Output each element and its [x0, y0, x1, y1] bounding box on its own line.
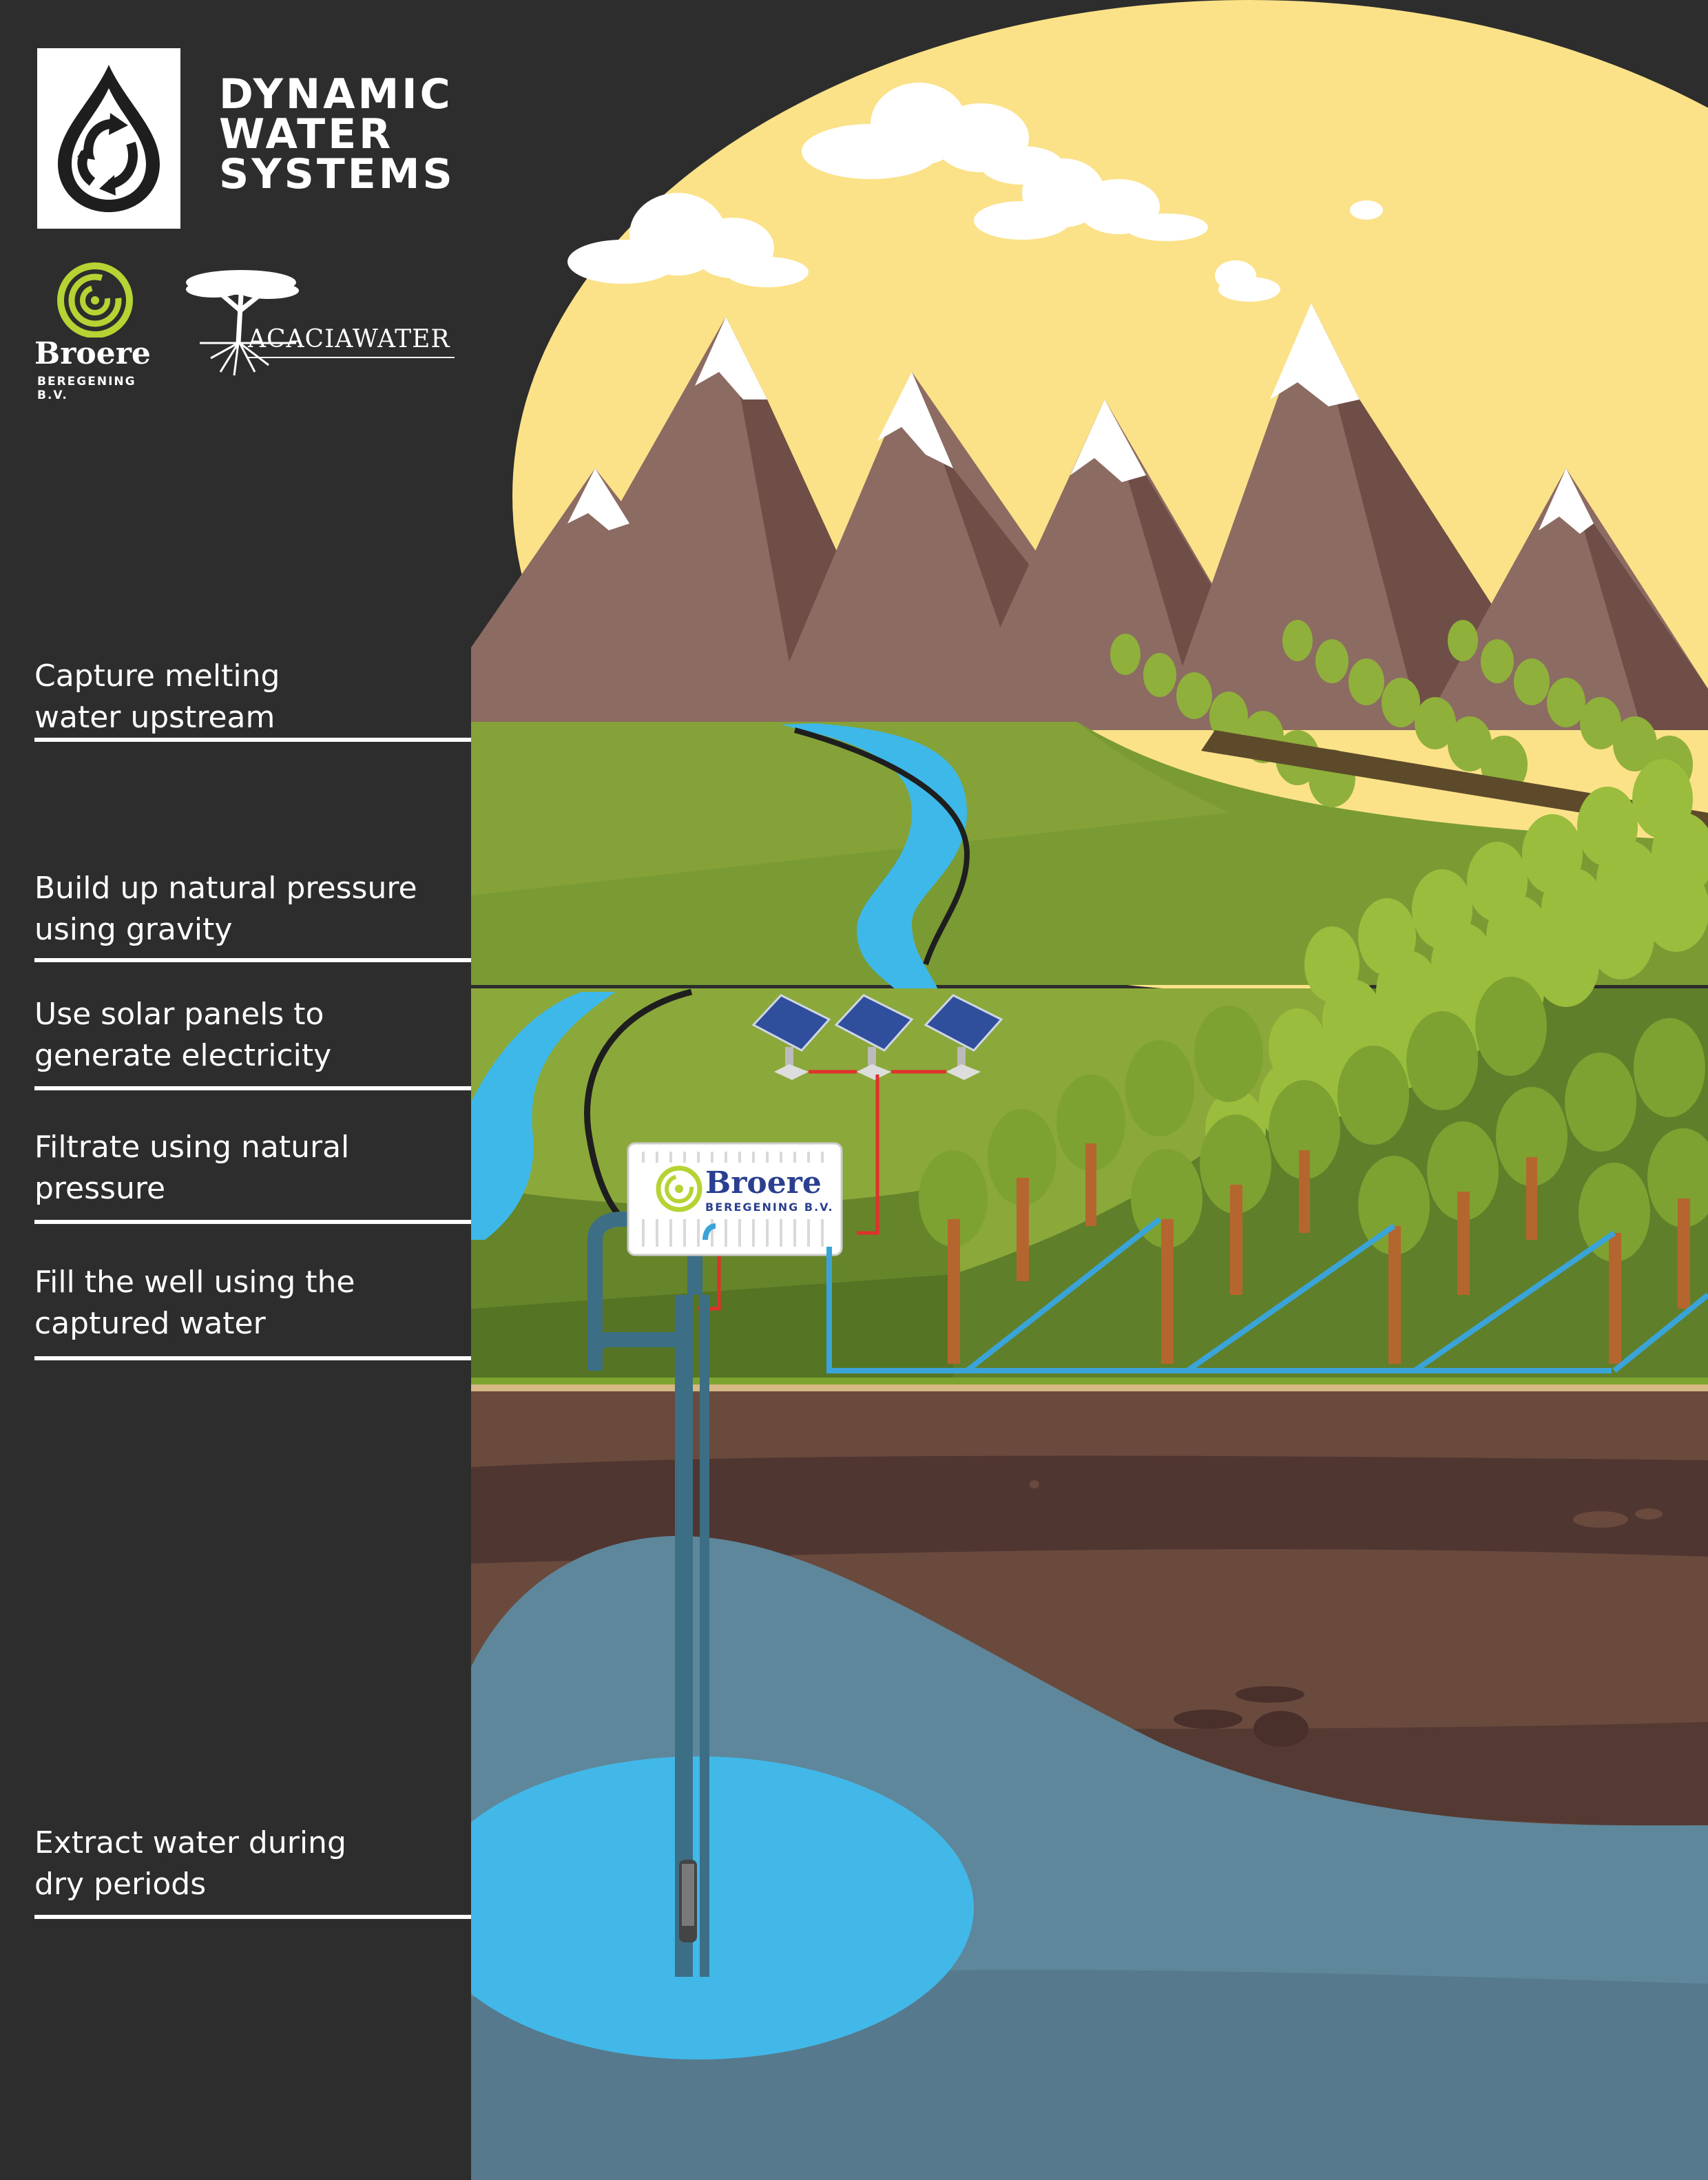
- brand-title-line-1: DYNAMIC: [219, 70, 453, 118]
- cloud-icon: [974, 158, 1208, 241]
- brand-title-line-3: SYSTEMS: [219, 150, 455, 198]
- step-extract-water: Extract water during dry periods: [34, 1823, 346, 1905]
- step-solar-panels: Use solar panels to generate electricity: [34, 994, 331, 1077]
- orchard-rows: [826, 620, 1708, 1373]
- solar-panel-icon: [834, 994, 914, 1080]
- step-5-line-1: Fill the well using the: [34, 1265, 355, 1300]
- broere-spiral-icon: [656, 1165, 702, 1212]
- broere-name: Broere: [34, 336, 151, 371]
- filter-unit-name: Broere: [705, 1165, 822, 1201]
- step-filtrate: Filtrate using natural pressure: [34, 1127, 349, 1210]
- aquifer-pool: [471, 1756, 974, 2059]
- grass-edge: [471, 1378, 1708, 1386]
- brand-title: DYNAMIC WATER SYSTEMS: [219, 70, 467, 198]
- leader-line-step-5: [34, 1356, 621, 1360]
- step-4-line-2: pressure: [34, 1171, 166, 1206]
- step-4-line-1: Filtrate using natural: [34, 1130, 350, 1165]
- step-6-line-2: dry periods: [34, 1867, 207, 1902]
- scene-illustration: Broere BEREGENING B.V.: [471, 0, 1708, 2180]
- leader-line-step-6: [34, 1915, 672, 1919]
- mountain-range: [471, 303, 1708, 730]
- hose-pipe-lower: [584, 988, 693, 1222]
- broere-subtitle: BEREGENING B.V.: [37, 375, 136, 402]
- scene-svg: Broere BEREGENING B.V.: [471, 0, 1708, 2180]
- acacia-tree-icon: [186, 270, 299, 376]
- filter-unit-subtitle: BEREGENING B.V.: [705, 1201, 834, 1214]
- hose-pipe: [793, 727, 970, 966]
- step-1-line-2: water upstream: [34, 700, 275, 735]
- acaciawater-underline: [248, 357, 455, 358]
- river-lower: [471, 992, 609, 1240]
- filter-unit: Broere BEREGENING B.V.: [627, 1142, 843, 1256]
- cloud-icon: [567, 193, 809, 287]
- river-upper: [781, 723, 967, 992]
- solar-panel-icon: [751, 994, 831, 1080]
- leader-line-step-4: [34, 1220, 621, 1224]
- cloud-icon: [802, 83, 1063, 185]
- cloud-icon: [1215, 260, 1280, 302]
- step-2-line-2: using gravity: [34, 912, 233, 947]
- broere-logo: Broere BEREGENING B.V.: [34, 262, 172, 402]
- acaciawater-name: ACACIAWATER: [248, 325, 450, 353]
- step-capture-water: Capture melting water upstream: [34, 656, 280, 738]
- step-5-line-2: captured water: [34, 1306, 266, 1341]
- acaciawater-logo: ACACIAWATER: [172, 262, 475, 393]
- broere-spiral-icon: [57, 262, 133, 338]
- step-1-line-1: Capture melting: [34, 658, 280, 694]
- step-3-line-1: Use solar panels to: [34, 997, 324, 1032]
- step-build-pressure: Build up natural pressure using gravity: [34, 868, 417, 951]
- cloud-icon: [1350, 200, 1383, 220]
- solar-panel-icon: [924, 994, 1003, 1080]
- water-drop-recycle-icon: [58, 65, 160, 212]
- leader-line-step-1: [34, 738, 825, 742]
- brand-title-line-2: WATER: [219, 110, 394, 158]
- step-6-line-1: Extract water during: [34, 1825, 346, 1860]
- dynamic-water-systems-logo: [37, 48, 180, 229]
- step-fill-well: Fill the well using the captured water: [34, 1262, 355, 1345]
- step-2-line-1: Build up natural pressure: [34, 871, 417, 906]
- step-3-line-2: generate electricity: [34, 1038, 332, 1073]
- leader-line-step-3: [34, 1086, 754, 1090]
